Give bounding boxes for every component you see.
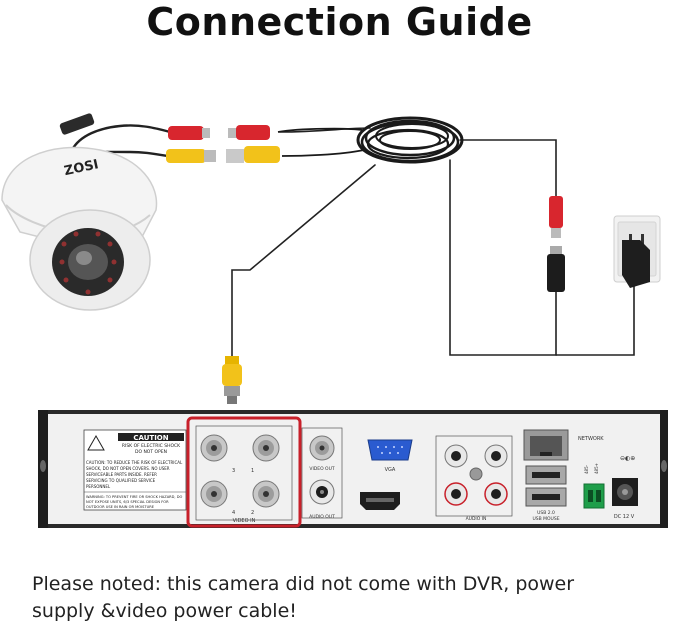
- video-in-label: VIDEO IN: [233, 518, 256, 524]
- camera-brand-logo: ZOSI: [63, 157, 100, 179]
- bnc-connector-ch4: [200, 480, 228, 508]
- power-adapter: [613, 215, 661, 288]
- usb-ports: USB 2.0 USB MOUSE: [525, 465, 567, 522]
- caution-title: CAUTION: [133, 434, 168, 442]
- dc-label: DC 12 V: [614, 514, 635, 520]
- channel-label-4: 4: [232, 510, 235, 516]
- power-supply-loop-cable: [449, 159, 557, 356]
- svg-text:⊖◐⊕: ⊖◐⊕: [620, 455, 635, 462]
- usb-label: USB 2.0: [537, 510, 555, 516]
- video-out-label: VIDEO OUT: [309, 466, 335, 472]
- audio-in-label: AUDIO IN: [466, 516, 487, 522]
- camera-pigtail-cable: [70, 124, 172, 152]
- usb-mouse-label: USB MOUSE: [532, 516, 559, 522]
- rs485-plus-label: 485+: [594, 463, 599, 474]
- caution-line4: SERVICING TO QUALIFIED SERVICE: [86, 478, 156, 483]
- rs485-minus-label: 485-: [584, 464, 589, 474]
- disclaimer-line-1: Please noted: this camera did not come w…: [32, 573, 575, 595]
- red-power-plug: [549, 196, 563, 228]
- extension-power-plug: [236, 125, 270, 140]
- vga-port: VGA: [367, 439, 413, 473]
- hdmi-port: [360, 492, 400, 510]
- camera-power-plug: [168, 126, 204, 140]
- disclaimer-line-2: supply &video power cable!: [32, 600, 297, 622]
- channel-label-1: 1: [251, 468, 254, 474]
- dc-power-port: ⊖◐⊕ DC 12 V: [612, 455, 638, 520]
- extension-video-plug: [244, 146, 280, 163]
- channel-label-2: 2: [251, 510, 254, 516]
- network-label: NETWORK: [578, 436, 604, 442]
- disclaimer-note: Please noted: this camera did not come w…: [32, 571, 672, 625]
- cable-coil: [277, 116, 464, 164]
- network-port: NETWORK: [523, 429, 604, 461]
- caution-line3: SERVICEABLE PARTS INSIDE. REFER: [86, 472, 157, 477]
- adapter-dc-plug: [547, 254, 565, 292]
- power-plug-pair: [547, 196, 565, 292]
- bnc-connector-ch1: [252, 434, 280, 462]
- audio-in-group: AUDIO IN: [435, 435, 513, 522]
- cables: [70, 124, 635, 357]
- caution-line5: PERSONNEL: [86, 484, 111, 489]
- caution-line2: SHOCK, DO NOT OPEN COVERS. NO USER: [86, 466, 170, 471]
- camera-video-plug: [166, 149, 206, 163]
- video-cable-to-dvr: [231, 164, 376, 357]
- power-cable-to-plug: [279, 127, 557, 197]
- video-out-group: VIDEO OUT AUDIO OUT: [301, 427, 343, 520]
- warning-line3: OUTDOOR USE IN RAIN OR MOISTURE: [86, 505, 155, 509]
- caution-label: CAUTION RISK OF ELECTRIC SHOCK DO NOT OP…: [83, 429, 187, 511]
- caution-sub2: DO NOT OPEN: [135, 449, 167, 455]
- bnc-connector-ch3: [200, 434, 228, 462]
- warning-line2: NOT EXPOSE UNITS, 6/3 SPECIAL DESIGN FOR: [86, 500, 169, 504]
- page-title: Connection Guide: [146, 0, 533, 44]
- rs485-terminal: 485- 485+: [583, 463, 605, 509]
- audio-out-label: AUDIO OUT: [309, 514, 335, 520]
- warning-line1: WARNING: TO PREVENT FIRE OR SHOCK HAZARD…: [86, 495, 182, 499]
- dome-camera: ZOSI: [1, 113, 158, 311]
- adapter-cord: [555, 285, 635, 356]
- channel-label-3: 3: [232, 468, 235, 474]
- caution-line1: CAUTION: TO REDUCE THE RISK OF ELECTRICA…: [86, 460, 183, 465]
- dvr-video-plug: [222, 356, 242, 404]
- vga-label: VGA: [385, 467, 396, 473]
- caution-sub1: RISK OF ELECTRIC SHOCK: [122, 443, 181, 449]
- video-in-highlight: [186, 416, 302, 528]
- camera-plugs: [166, 126, 216, 163]
- extension-plugs: [226, 125, 280, 163]
- bnc-connector-ch2: [252, 480, 280, 508]
- video-in-group: 3 1 4 2 VIDEO IN: [195, 425, 293, 524]
